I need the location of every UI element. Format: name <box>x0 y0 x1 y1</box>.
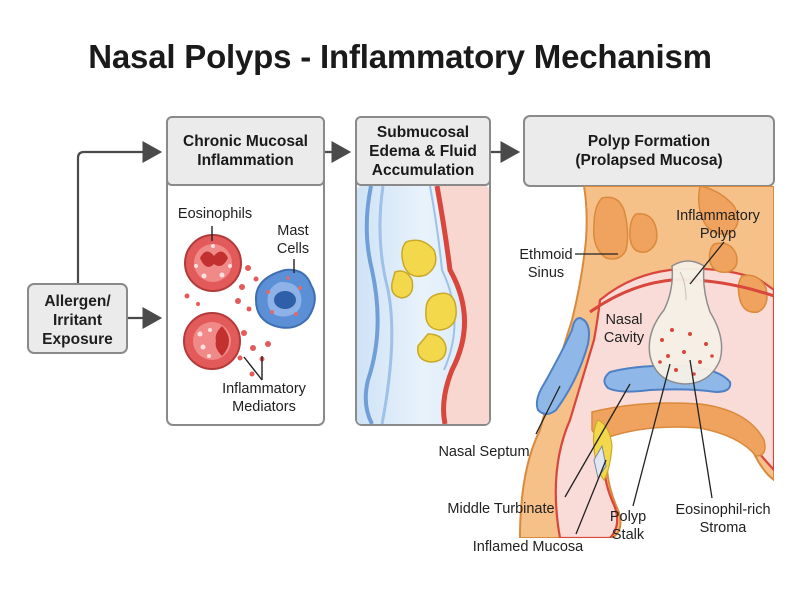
label-nasal-septum: Nasal Septum <box>438 444 530 460</box>
allergen-exposure-box: Allergen/ Irritant Exposure <box>27 283 128 354</box>
label-inflammatory-polyp: Inflammatory Polyp <box>676 208 760 242</box>
flow-arrows <box>76 141 521 329</box>
label-ethmoid-sinus: Ethmoid Sinus <box>519 247 573 281</box>
label-eosinophils: Eosinophils <box>177 206 253 222</box>
eosinophil-cell-bottom <box>183 312 241 370</box>
page-title: Nasal Polyps - Inflammatory Mechanism <box>88 38 712 75</box>
arrow-start-to-inflammation-top <box>76 141 163 283</box>
label-eosinophil-rich-stroma: Eosinophil-rich Stroma <box>675 502 771 536</box>
allergen-exposure-label: Allergen/ Irritant Exposure <box>42 293 113 348</box>
label-middle-turbinate: Middle Turbinate <box>447 501 555 517</box>
label-mast-cells: Mast Cells <box>276 223 310 257</box>
label-nasal-cavity: Nasal Cavity <box>603 312 645 346</box>
stage-header-edema: Submucosal Edema & Fluid Accumulation <box>355 116 491 186</box>
stage-header-inflammation: Chronic Mucosal Inflammation <box>166 116 325 186</box>
leader-lines-inflammation <box>211 226 295 381</box>
polyp-anatomy <box>518 186 774 538</box>
eosinophil-cell-top <box>184 234 242 292</box>
edema-illustration <box>357 186 489 424</box>
inflammatory-mediator-dots <box>184 265 271 377</box>
mast-cell <box>254 268 316 329</box>
label-inflammatory-mediators: Inflammatory Mediators <box>222 381 306 415</box>
label-inflamed-mucosa: Inflamed Mucosa <box>472 539 584 555</box>
stage-header-polyp-formation: Polyp Formation (Prolapsed Mucosa) <box>575 133 723 169</box>
leader-lines-anatomy <box>535 241 725 535</box>
label-polyp-stalk: Polyp Stalk <box>609 509 647 543</box>
